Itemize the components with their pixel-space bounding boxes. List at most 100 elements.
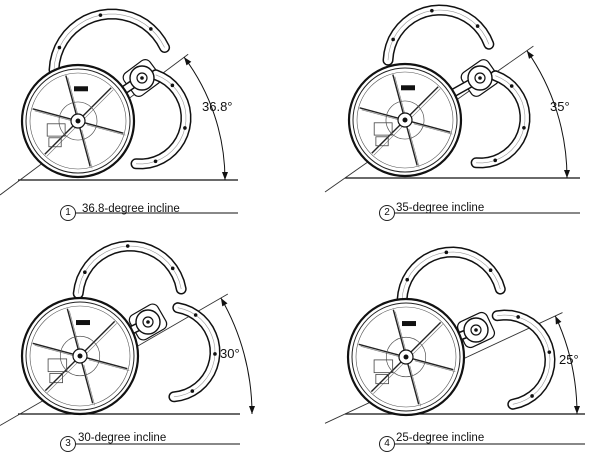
panel-2-caption: 35-degree incline bbox=[396, 202, 485, 214]
panel-2-wheel-spoke bbox=[406, 126, 418, 166]
panel-2-number: 2 bbox=[379, 205, 395, 221]
panel-2-angle-arc bbox=[526, 50, 568, 179]
panel-1-lower-arm-bolt bbox=[153, 159, 158, 164]
panel-2-angle-label: 35° bbox=[550, 99, 570, 114]
panel-4-wheel-spoke-edge bbox=[360, 346, 402, 358]
panel-4-wheel-spoke-edge bbox=[414, 360, 456, 372]
panel-4-wheel-hub-plate bbox=[385, 336, 427, 378]
panel-4-wheel-spoke bbox=[410, 321, 442, 353]
panel-3-wheel-axle bbox=[77, 353, 83, 359]
panel-4-upper-arm-bolt bbox=[405, 277, 410, 282]
panel-3-wheel-spoke bbox=[32, 342, 74, 355]
panel-3-joint-ring bbox=[142, 316, 154, 328]
panel-1-lower-arm-bolt bbox=[183, 126, 187, 130]
panel-4-wheel-spoke bbox=[407, 363, 420, 405]
panel-1-wheel-axle bbox=[75, 118, 81, 124]
panel-3-wheel-spoke bbox=[81, 362, 94, 404]
panel-2-wheel-spoke-edge bbox=[408, 128, 420, 168]
panel-3-wheel-spoke-edge bbox=[86, 323, 117, 354]
panel-2-wheel-spoke bbox=[359, 107, 399, 119]
panel-1-lower-arm-bolt bbox=[170, 83, 175, 88]
panel-1-joint-ring bbox=[136, 72, 148, 84]
panel-1-wheel-spoke bbox=[32, 108, 72, 120]
panel-2-upper-arm bbox=[384, 5, 493, 65]
panel-2-wheel-spoke bbox=[371, 124, 401, 154]
panel-3-number: 3 bbox=[60, 436, 76, 452]
panel-4-upper-arm-outline bbox=[396, 246, 506, 306]
panel-1-upper-arm-bolt bbox=[98, 13, 103, 17]
panel-4-wheel-spoke bbox=[370, 361, 402, 393]
panel-3-wheel-tire bbox=[25, 301, 135, 411]
panel-2-angle-arrow-bottom bbox=[564, 170, 570, 178]
panel-3-wheel-spoke bbox=[66, 308, 79, 350]
panel-4-wheel-spoke bbox=[392, 309, 405, 351]
panel-1-upper-arm-bolt bbox=[57, 45, 62, 50]
panel-3-wheel-spoke bbox=[86, 357, 128, 370]
panel-4-angle-arrow-top bbox=[555, 316, 562, 325]
panel-3-wheel-spoke-edge bbox=[69, 310, 81, 352]
panel-1-wheel-spoke bbox=[65, 75, 77, 115]
panel-4-wheel-gearbox bbox=[375, 373, 389, 385]
panel-3-upper-arm-bolt bbox=[170, 266, 175, 271]
panel-4-wheel-logo bbox=[402, 321, 416, 327]
panel-4-angle-arrow-bottom bbox=[574, 406, 580, 414]
panel-4-wheel-spoke bbox=[412, 358, 454, 371]
panel-4-wheel-spoke-edge bbox=[395, 311, 407, 353]
panel-2-wheel-spoke-edge bbox=[411, 88, 441, 118]
panel-1-caption: 36.8-degree incline bbox=[82, 203, 180, 215]
panel-2-wheel-logo bbox=[401, 85, 415, 91]
panel-2-upper-arm-bolt bbox=[430, 8, 434, 13]
panel-4-angle-arc bbox=[554, 315, 578, 415]
panel-2-wheel-spoke-edge bbox=[361, 109, 401, 121]
panel-4-upper-arm-bolt bbox=[488, 268, 493, 273]
panel-4-lower-arm-bolt bbox=[547, 350, 552, 354]
panel-4-wheel-spoke-edge bbox=[412, 324, 443, 355]
panel-3-wheel-motor bbox=[47, 358, 68, 373]
panel-1-wheel-spoke bbox=[79, 127, 91, 167]
panel-1-wheel-spoke bbox=[44, 125, 74, 155]
panel-3-lower-arm-bolt bbox=[193, 313, 198, 317]
panel-2-joint-ring bbox=[474, 72, 486, 84]
panel-1-wheel-inner-rim bbox=[29, 72, 127, 170]
panel-4-wheel-axle bbox=[403, 354, 409, 360]
panel-1-wheel-hub-plate bbox=[58, 101, 98, 141]
panel-4-number: 4 bbox=[379, 436, 395, 452]
panel-4-caption: 25-degree incline bbox=[396, 432, 485, 444]
panel-1-wheel-spoke-edge bbox=[34, 110, 74, 122]
panel-4-wheel-spoke bbox=[358, 343, 400, 356]
panel-1-wheel-spoke-edge bbox=[81, 129, 93, 169]
panel-2-wheel-spoke-edge bbox=[394, 76, 406, 116]
panel-2-upper-arm-bolt bbox=[475, 24, 480, 28]
panel-1-number: 1 bbox=[60, 205, 76, 221]
panel-4-lower-arm-bolt bbox=[516, 315, 520, 319]
panel-2-wheel-spoke bbox=[409, 86, 439, 116]
panel-3-wheel-gearbox bbox=[49, 372, 64, 384]
panel-4-wheel-spoke-edge bbox=[409, 365, 421, 407]
panel-3-joint-pin bbox=[146, 320, 150, 324]
panel-4-wheel-inner-rim bbox=[355, 306, 457, 408]
panel-3-wheel-spoke-edge bbox=[88, 359, 130, 371]
panel-3-angle-arrow-top bbox=[220, 298, 228, 307]
panel-1-wheel-gearbox bbox=[48, 137, 62, 148]
panel-4-wheel-tire bbox=[351, 302, 461, 412]
panel-2-lower-arm-bolt bbox=[522, 125, 526, 130]
panel-1-angle-label: 36.8° bbox=[202, 99, 233, 114]
panel-1-angle-arrow-top bbox=[184, 57, 192, 66]
panel-2-wheel-tire bbox=[352, 67, 458, 173]
panel-3-upper-arm-outline bbox=[72, 240, 187, 299]
panel-4-angle-label: 25° bbox=[559, 352, 579, 367]
panel-2-wheel-hub-plate bbox=[385, 100, 425, 140]
panel-4-lower-arm bbox=[493, 310, 555, 409]
panel-3-lower-arm-outline bbox=[168, 302, 221, 403]
panel-4-joint-ring bbox=[470, 324, 482, 336]
panel-2-angle-arrow-top bbox=[526, 50, 534, 59]
panel-3-upper-arm-bolt bbox=[83, 270, 87, 274]
panel-2-lower-arm-bolt bbox=[509, 84, 514, 88]
panel-3-wheel-inner-rim bbox=[29, 305, 131, 407]
panel-2-wheel-inner-rim bbox=[356, 71, 454, 169]
panel-1-wheel-spoke bbox=[84, 122, 124, 134]
panel-1-wheel-tire bbox=[25, 68, 131, 174]
panel-2-wheel-gearbox bbox=[375, 136, 389, 147]
panel-1-joint-pin bbox=[140, 76, 144, 80]
